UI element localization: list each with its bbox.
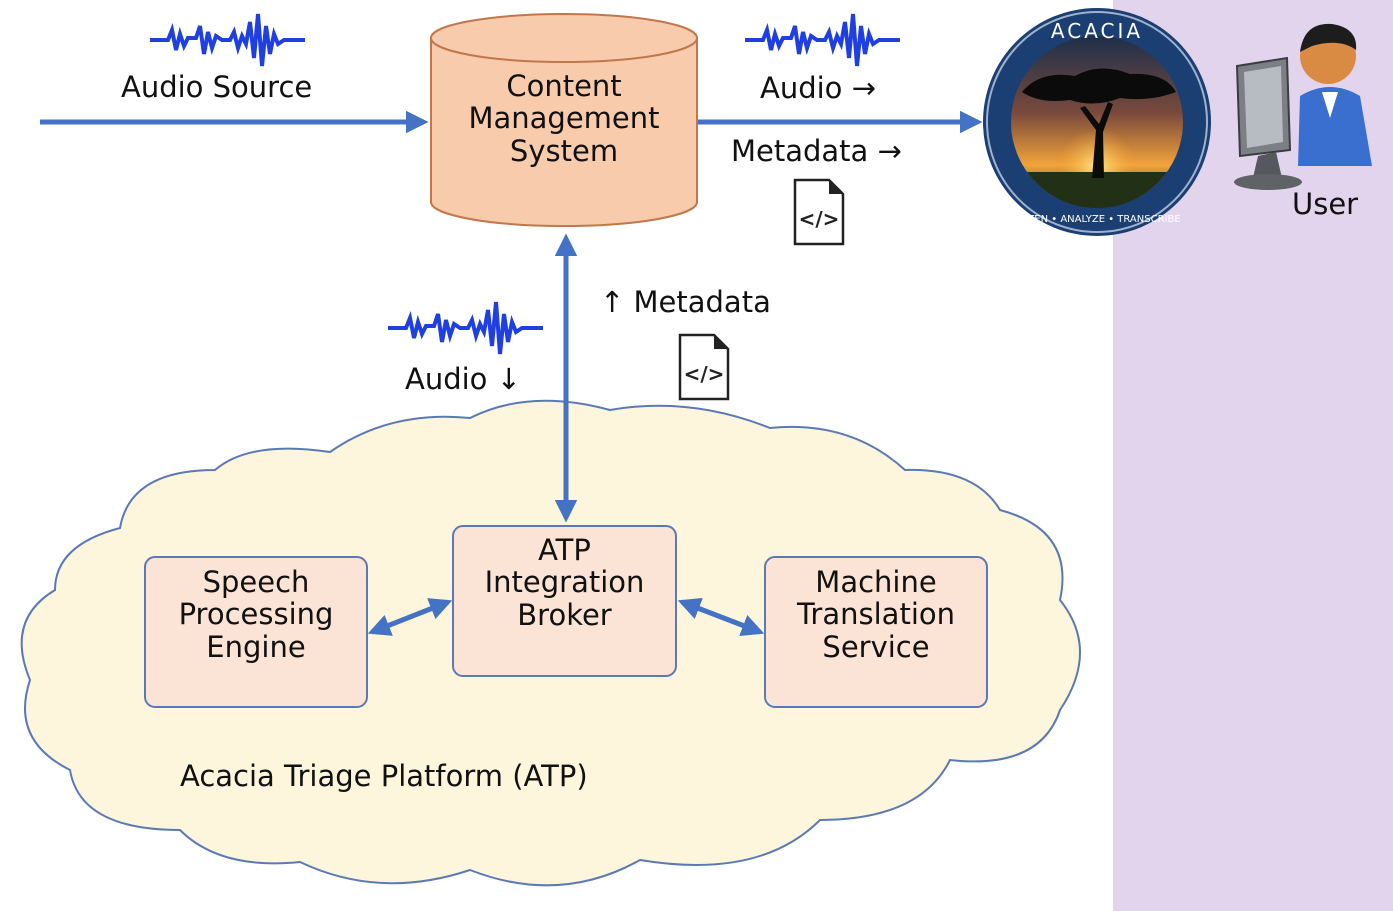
- broker-speech-arrow: [367, 598, 453, 636]
- speech-label-line: Engine: [206, 629, 306, 664]
- broker-label: ATP Integration Broker: [453, 533, 676, 632]
- translation-box: [764, 556, 988, 708]
- code-file-icon: </>: [793, 178, 845, 246]
- translation-label-line: Translation: [796, 597, 955, 632]
- code-file-icon: </>: [678, 333, 730, 401]
- translation-label: Machine Translation Service: [765, 565, 987, 664]
- broker-label-line: Broker: [517, 597, 612, 632]
- metadata-to-user-label: Metadata →: [731, 134, 902, 168]
- speech-label-line: Processing: [178, 597, 334, 632]
- svg-text:LISTEN • ANALYZE • TRANSCRIBE: LISTEN • ANALYZE • TRANSCRIBE: [1013, 214, 1180, 225]
- broker-translation-arrow: [677, 597, 765, 637]
- svg-text:ACACIA: ACACIA: [1051, 19, 1143, 43]
- speech-label: Speech Processing Engine: [145, 565, 367, 664]
- flow-arrows: [40, 110, 983, 637]
- translation-label-line: Service: [822, 629, 930, 664]
- speech-box: [144, 556, 368, 708]
- acacia-logo: ACACIA LISTEN • ANALYZE • TRANSCRIBE: [983, 8, 1211, 236]
- svg-text:</>: </>: [799, 207, 840, 231]
- audio-down-label: Audio ↓: [405, 362, 521, 396]
- waveform-icon: [745, 13, 900, 67]
- translation-label-line: Machine: [815, 565, 937, 599]
- cms-database: [430, 13, 698, 227]
- waveform-icon: [388, 301, 543, 355]
- broker-label-line: ATP: [538, 533, 591, 567]
- audio-to-user-label: Audio →: [760, 71, 876, 105]
- svg-text:</>: </>: [684, 362, 725, 386]
- cms-label-line: System: [509, 133, 619, 168]
- speech-label-line: Speech: [202, 565, 310, 599]
- cms-label-line: Management: [468, 101, 660, 136]
- cms-label: Content Management System: [431, 69, 697, 168]
- platform-label: Acacia Triage Platform (ATP): [180, 759, 588, 793]
- cms-label-line: Content: [506, 69, 622, 103]
- user-label: User: [1292, 187, 1359, 221]
- broker-label-line: Integration: [484, 565, 645, 600]
- metadata-up-label: ↑ Metadata: [600, 285, 771, 319]
- user-icon: [1234, 23, 1372, 190]
- audio-source-label: Audio Source: [121, 70, 313, 104]
- broker-box: [452, 525, 677, 677]
- waveform-icon: [150, 13, 305, 67]
